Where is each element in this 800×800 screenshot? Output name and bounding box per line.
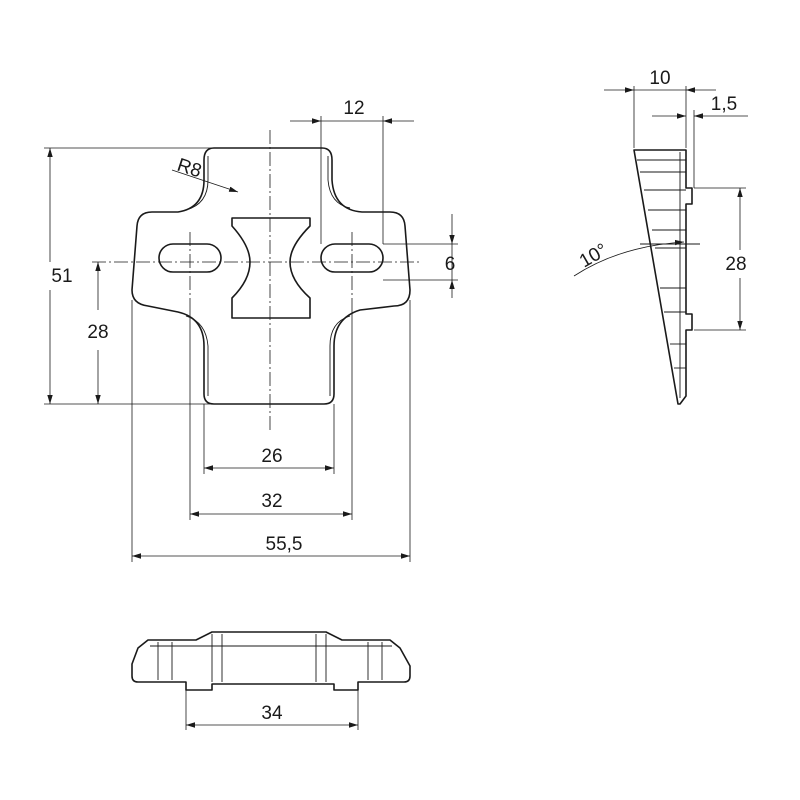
dimension-51-label: 51 [51,266,72,287]
dimension-51: 51 [44,147,214,405]
dimension-32-label: 32 [261,491,282,512]
angle-label: 10° [576,240,611,273]
dimension-10: 10 [604,68,716,148]
dimension-55-5-label: 55,5 [266,534,303,555]
front-view-inner-edge-bottom [185,315,351,396]
side-view [633,149,693,405]
dimension-10-label: 10 [649,68,670,89]
bottom-view [131,631,411,691]
front-view-inner-edge-top [185,156,351,211]
dimension-1-5: 1,5 [652,94,748,188]
dimension-34: 34 [185,690,359,730]
dimension-28-right-label: 28 [725,254,746,275]
dimension-28-left: 28 [87,262,109,404]
radius-label: R8 [174,155,204,182]
dimension-12-label: 12 [343,98,364,119]
dimension-6: 6 [383,214,458,298]
front-view [92,130,420,430]
dimension-34-label: 34 [261,703,283,724]
side-view-outline [633,149,693,405]
dimension-angle: 10° [573,240,700,277]
dimension-55-5: 55,5 [131,300,411,562]
front-view-outline [131,147,411,405]
dimension-12: 12 [290,98,414,244]
center-pocket [231,217,311,319]
dimension-26: 26 [203,404,335,474]
bottom-view-outline [131,631,411,691]
dimension-28-right: 28 [694,187,747,331]
dimension-radius: R8 [171,155,239,193]
dimension-28-left-label: 28 [87,322,108,343]
dimension-1-5-label: 1,5 [711,94,737,115]
dimension-32: 32 [189,300,353,520]
dimension-6-label: 6 [445,254,456,275]
dimension-26-label: 26 [261,446,282,467]
